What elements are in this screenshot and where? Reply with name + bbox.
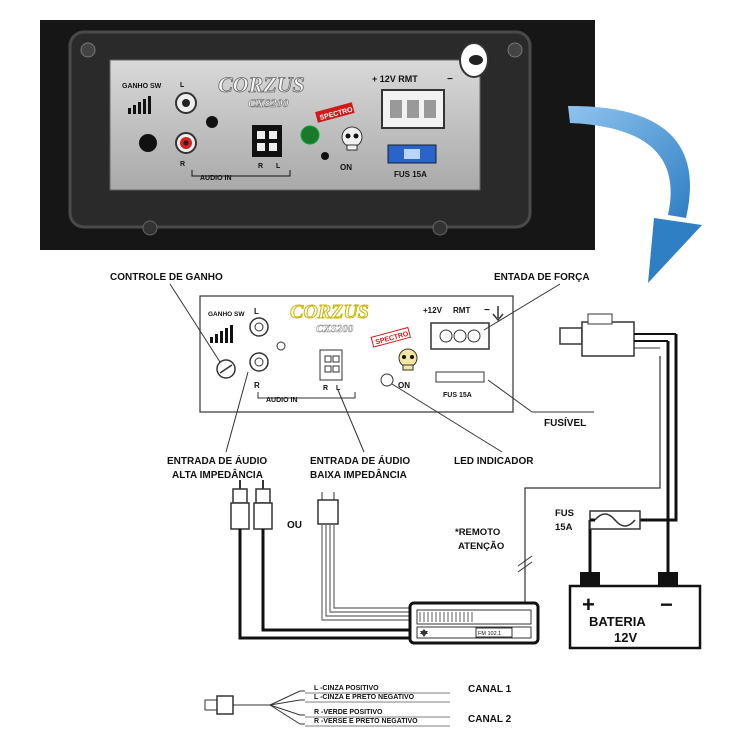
battery-label: BATERIA [589,614,646,629]
wire-legend: L -CINZA POSITIVO L -CINZA E PRETO NEGAT… [204,684,512,727]
signal-bars-icon [128,96,151,114]
battery-plus-icon: + [582,592,595,617]
legend-wire-3: R -VERDE POSITIVO [314,709,383,716]
panel-spectro-badge: SPECTRO [370,326,412,348]
label-atencao: ATENÇÃO [458,541,504,552]
label-led-indicador: LED INDICADOR [454,456,534,467]
curved-arrow-icon [568,105,702,283]
panel-fuse [435,371,485,383]
panel-signal-bars-icon [210,325,233,343]
ground-arrow-icon [492,306,504,322]
panel-power-12v: +12V [423,306,443,315]
photo-model: CXS200 [248,96,289,110]
label-fus: FUS [555,508,574,519]
panel-model: CXS200 [316,323,354,335]
battery: + − BATERIA 12V [568,572,702,650]
panel-r-label: R [254,381,260,390]
label-alta-line1: ENTRADA DE ÁUDIO [167,454,267,467]
label-baixa-line1: ENTRADA DE ÁUDIO [310,454,410,467]
legend-canal-2: CANAL 2 [468,714,512,725]
head-unit-radio: FM 102.1 [408,601,540,645]
photo-rl-r: R [258,163,263,170]
panel-low-input-connector [319,349,343,381]
panel-brand-logo: CORZUS [290,301,369,323]
panel-fus-label: FUS 15A [443,392,472,399]
label-remoto: *REMOTO [455,527,500,538]
photo-ganho-label: GANHO SW [122,83,162,90]
photo-on-label: ON [340,163,352,172]
power-plug [559,313,676,357]
battery-voltage: 12V [614,630,637,645]
photo-power-label: + 12V RMT [372,74,418,84]
legend-canal-1: CANAL 1 [468,684,512,695]
photo-brand-logo: CORZUS [218,72,305,97]
battery-minus-icon: − [660,592,673,617]
legend-wire-2: L -CINZA E PRETO NEGATIVO [314,694,415,701]
panel-led [380,373,394,387]
label-fusivel: FUSÍVEL [544,416,586,429]
photo-rl-l: L [276,163,281,170]
rca-cables [230,480,410,640]
panel-rl-l: L [336,385,341,392]
panel-l-label: L [254,307,259,316]
panel-power-minus: − [484,305,490,316]
photo-fus-label: FUS 15A [394,170,427,179]
label-entrada-forca: ENTADA DE FORÇA [494,272,590,283]
photo-gain-knob [139,134,157,152]
label-alta-line2: ALTA IMPEDÂNCIA [172,468,263,481]
label-fus-15a: 15A [555,522,573,533]
panel-ganho-label: GANHO SW [208,311,245,318]
panel-skull-icon [398,348,418,371]
panel-rl-r: R [323,385,328,392]
label-controle-ganho: CONTROLE DE GANHO [110,272,223,283]
amplifier-photo: GANHO SW L R CORZUS CXS200 AUDIO IN R L … [40,20,595,250]
amplifier-panel-drawing: GANHO SW L R AUDIO IN CORZUS CXS200 R L … [199,295,514,413]
skull-icon [341,126,363,151]
label-baixa-line2: BAIXA IMPEDÂNCIA [310,468,407,481]
photo-audio-in-label: AUDIO IN [200,175,232,182]
photo-r-label: R [180,161,185,168]
label-ou: OU [287,520,302,531]
radio-display: FM 102.1 [478,631,501,637]
photo-low-input-connector [252,125,282,157]
panel-on-label: ON [398,381,410,390]
panel-audio-in-label: AUDIO IN [266,397,298,404]
low-impedance-cable [317,492,410,621]
inline-fuse [589,510,641,530]
legend-wire-4: R -VERSE E PRETO NEGATIVO [314,718,418,725]
photo-l-label: L [180,82,185,89]
photo-power-minus: − [447,74,453,85]
photo-led-indicator [300,125,320,145]
panel-power-rmt: RMT [453,306,470,315]
legend-wire-1: L -CINZA POSITIVO [314,685,379,692]
